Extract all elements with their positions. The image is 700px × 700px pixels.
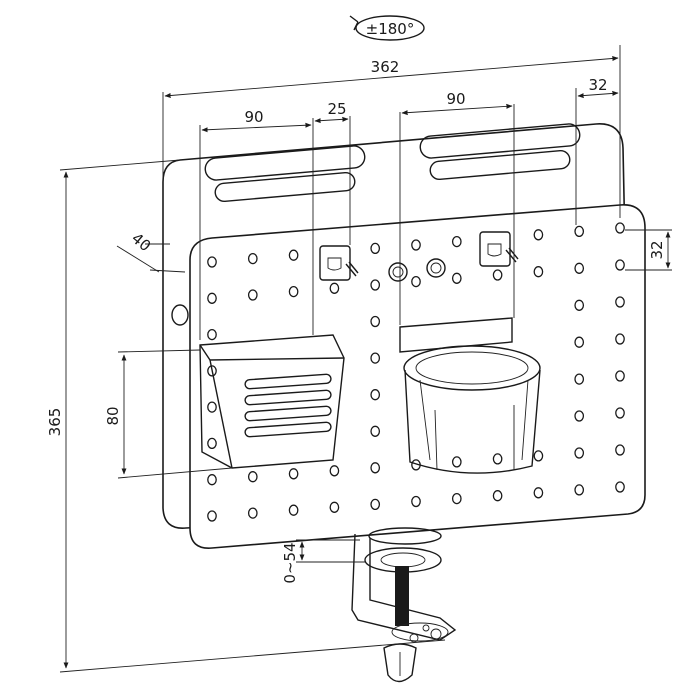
peg-hole xyxy=(329,282,340,294)
dim-left-cup-width: 90 xyxy=(244,108,263,126)
peg-hole xyxy=(207,401,217,413)
peg-holes xyxy=(207,222,625,522)
dim-overall-height: 365 xyxy=(46,408,64,437)
peg-hole xyxy=(370,498,381,511)
peg-hole xyxy=(574,447,585,459)
dim-clamp-range: 0~54 xyxy=(281,542,299,583)
peg-hole xyxy=(288,504,299,516)
peg-hole xyxy=(329,465,340,477)
peg-hole xyxy=(451,492,462,505)
dim-hole-pitch: 32 xyxy=(648,240,666,259)
dim-cup-height: 80 xyxy=(104,406,122,425)
peg-hole xyxy=(411,239,421,251)
peg-hole xyxy=(370,279,381,291)
peg-hole xyxy=(247,507,258,519)
peg-knob-right xyxy=(426,258,446,278)
dim-board-thickness: 40 xyxy=(128,229,154,255)
left-cup-basket xyxy=(199,334,345,469)
peg-hole xyxy=(574,410,585,422)
peg-hole xyxy=(492,453,503,465)
peg-hole xyxy=(574,336,585,348)
dim-hook-offset: 25 xyxy=(327,100,346,118)
peg-hole xyxy=(288,468,299,480)
peg-hole xyxy=(451,456,462,468)
peg-hole xyxy=(492,269,503,281)
peg-hole xyxy=(247,289,258,301)
peg-hole xyxy=(247,471,258,483)
peg-hole xyxy=(370,462,381,474)
peg-hole xyxy=(574,299,585,311)
back-slot-right-1 xyxy=(419,123,581,159)
peg-hole xyxy=(329,501,340,513)
rotation-label: ±180° xyxy=(366,20,415,38)
left-hook xyxy=(319,245,359,281)
peg-hole xyxy=(615,407,625,419)
peg-hole xyxy=(207,328,217,341)
peg-hole xyxy=(207,510,217,522)
peg-hole xyxy=(451,272,462,284)
peg-hole xyxy=(247,252,258,265)
dim-overall-width: 362 xyxy=(371,58,400,76)
peg-hole xyxy=(615,259,625,271)
peg-hole xyxy=(533,229,544,241)
dim-right-holder-width: 90 xyxy=(446,90,465,108)
peg-hole xyxy=(288,249,299,261)
peg-hole xyxy=(533,487,544,499)
peg-hole xyxy=(615,296,625,308)
peg-hole xyxy=(411,495,421,508)
peg-hole xyxy=(207,437,217,450)
peg-hole xyxy=(533,450,544,462)
peg-hole xyxy=(615,481,625,493)
back-knob xyxy=(171,304,189,326)
back-slot-left-1 xyxy=(204,145,366,181)
peg-hole xyxy=(574,373,585,385)
peg-hole xyxy=(411,275,421,288)
peg-hole xyxy=(533,266,544,278)
peg-hole xyxy=(370,315,381,328)
clamp-screw xyxy=(395,566,409,626)
peg-hole xyxy=(207,292,217,304)
peg-hole xyxy=(574,262,585,274)
rotation-indicator: ±180° xyxy=(349,15,425,41)
right-cup-holder xyxy=(399,317,541,474)
peg-hole xyxy=(370,352,381,364)
back-slot-left-2 xyxy=(214,171,356,203)
peg-hole xyxy=(370,389,381,401)
peg-hole xyxy=(451,235,462,248)
peg-hole xyxy=(492,490,503,502)
peg-hole xyxy=(370,425,381,437)
peg-hole xyxy=(574,225,585,238)
peg-hole xyxy=(370,242,381,255)
dim-edge-offset: 32 xyxy=(588,76,607,94)
peg-hole xyxy=(615,333,625,345)
rotation-arrow-icon xyxy=(349,15,359,31)
peg-hole xyxy=(615,444,625,456)
peg-hole xyxy=(615,222,625,234)
peg-knob-left xyxy=(388,262,408,282)
peg-hole xyxy=(207,256,217,268)
peg-hole xyxy=(574,484,585,496)
peg-hole xyxy=(615,370,625,382)
peg-hole xyxy=(207,474,217,486)
desk-clamp xyxy=(351,527,457,683)
back-slot-right-2 xyxy=(429,149,571,181)
peg-hole xyxy=(288,285,299,298)
